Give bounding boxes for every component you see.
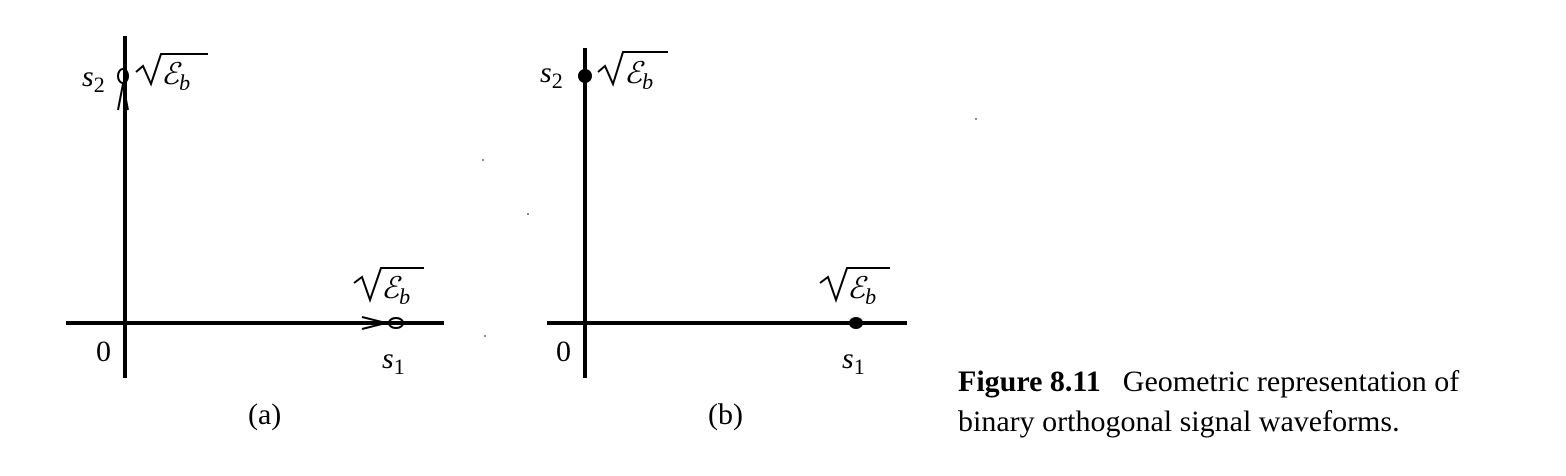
scan-speck: [527, 213, 529, 215]
panel-a-s2-label: s2: [82, 60, 105, 97]
panel-a-s1-point: [388, 317, 404, 329]
figure-number: Figure 8.11: [958, 365, 1101, 398]
scan-speck: [482, 159, 484, 161]
panel-a-s1-label: s1: [382, 342, 405, 379]
panel-a-s2-point: [117, 68, 129, 84]
panel-b: 0 s2 ℰb ℰb s1 (b): [540, 48, 907, 431]
panel-a-s2-sqrt-sign: [135, 53, 208, 87]
panel-b-s2-energy-label: ℰb: [624, 57, 653, 94]
caption-line-1: Figure 8.11 Geometric representation of: [958, 362, 1558, 402]
panel-a-s1-sqrt-sign: [353, 267, 424, 304]
panel-a-s2-energy-label: ℰb: [161, 58, 190, 95]
panel-a-s1-arrowhead: [361, 316, 387, 330]
panel-b-origin-label: 0: [556, 335, 571, 368]
panel-a-origin-label: 0: [96, 335, 111, 368]
panel-a-s1-energy-label: ℰb: [381, 272, 410, 309]
panel-b-s2-label: s2: [540, 56, 563, 93]
scan-speck: [484, 335, 486, 337]
panel-b-caption-label: (b): [708, 398, 743, 431]
scan-speck: [975, 118, 977, 120]
caption-text-2: binary orthogonal signal waveforms.: [958, 405, 1400, 438]
panel-b-s1-point: [849, 317, 863, 329]
figure-caption: Figure 8.11 Geometric representation of b…: [958, 362, 1558, 442]
panel-a: 0 s2 ℰb ℰb s1 (a): [66, 36, 444, 431]
panel-a-s2-arrowhead: [117, 83, 129, 111]
panel-b-s2-sqrt-sign: [597, 51, 668, 87]
panel-b-s1-label: s1: [842, 342, 865, 379]
panel-b-s2-point: [578, 69, 592, 83]
panel-b-s1-energy-label: ℰb: [847, 272, 876, 309]
panel-a-caption-label: (a): [248, 398, 281, 431]
panel-b-s1-sqrt-sign: [819, 267, 890, 304]
caption-text-1: Geometric representation of: [1122, 365, 1460, 398]
